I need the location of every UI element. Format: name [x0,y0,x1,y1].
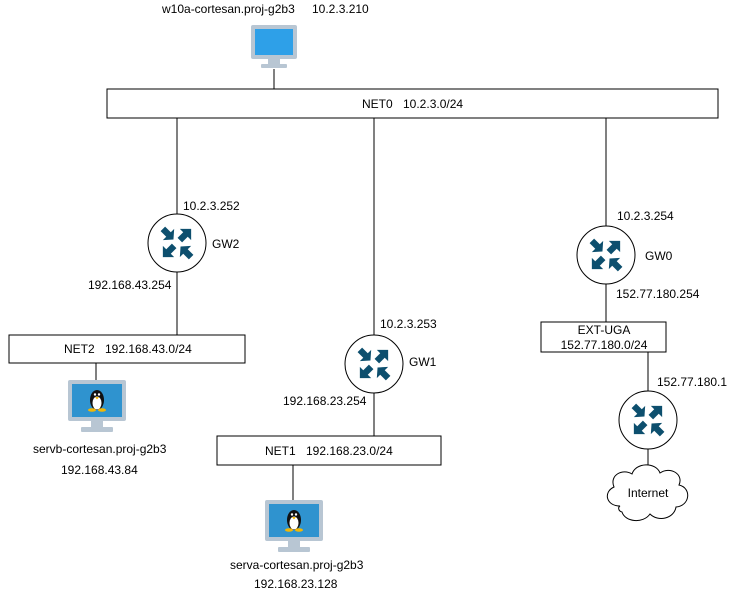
router-ip-top: 10.2.3.252 [183,199,240,213]
windows-monitor-icon [251,25,297,68]
network-net0[interactable]: NET0 10.2.3.0/24 [106,88,719,119]
router-ip-top: 10.2.3.253 [380,317,437,331]
router-ip-bottom: 192.168.43.254 [88,278,172,292]
linux-monitor-icon [265,500,323,552]
host-name: serva-cortesan.proj-g2b3 [230,558,364,572]
router-ip-top: 152.77.180.1 [657,375,727,389]
network-name: EXT-UGA [578,323,631,337]
router-ip-top: 10.2.3.254 [617,209,674,223]
router-gw0[interactable]: GW0 10.2.3.254 152.77.180.254 [576,209,700,301]
router-name: GW1 [409,355,437,369]
network-cidr: 152.77.180.0/24 [561,338,648,352]
network-net1[interactable]: NET1 192.168.23.0/24 [216,435,442,466]
router-name: GW0 [645,249,673,263]
cloud-icon [606,464,689,521]
host-ip: 192.168.43.84 [61,463,138,477]
host-ip: 10.2.3.210 [312,2,369,16]
router-gw1[interactable]: GW1 10.2.3.253 192.168.23.254 [283,317,437,408]
host-ip: 192.168.23.128 [254,577,338,591]
internet-label: Internet [628,486,669,500]
router-uga[interactable]: 152.77.180.1 [618,375,727,450]
network-box [540,321,667,353]
linux-monitor-icon [68,380,126,432]
network-net2[interactable]: NET2 192.168.43.0/24 [8,334,246,364]
network-box [8,334,246,364]
router-icon [576,225,636,285]
router-gw2[interactable]: GW2 10.2.3.252 192.168.43.254 [88,199,240,292]
router-ip-bottom: 192.168.23.254 [283,394,367,408]
host-name: servb-cortesan.proj-g2b3 [33,442,167,456]
router-ip-bottom: 152.77.180.254 [616,287,700,301]
router-icon [344,334,404,394]
host-serva[interactable]: serva-cortesan.proj-g2b3 192.168.23.128 [230,500,364,591]
network-box [106,88,719,119]
network-box [216,435,442,466]
internet-cloud[interactable]: Internet [606,464,689,521]
network-cidr: 192.168.43.0/24 [105,342,192,356]
router-icon [618,390,678,450]
network-name: NET0 [362,97,393,111]
network-name: NET2 [64,342,95,356]
network-cidr: 10.2.3.0/24 [403,97,463,111]
router-icon [147,213,207,273]
host-name: w10a-cortesan.proj-g2b3 [161,2,295,16]
network-name: NET1 [265,444,296,458]
host-servb[interactable]: servb-cortesan.proj-g2b3 192.168.43.84 [33,380,167,477]
router-name: GW2 [212,237,240,251]
network-cidr: 192.168.23.0/24 [306,444,393,458]
links [95,69,649,500]
host-w10a[interactable]: w10a-cortesan.proj-g2b3 10.2.3.210 [161,2,369,68]
network-extuga[interactable]: EXT-UGA 152.77.180.0/24 [540,321,667,353]
